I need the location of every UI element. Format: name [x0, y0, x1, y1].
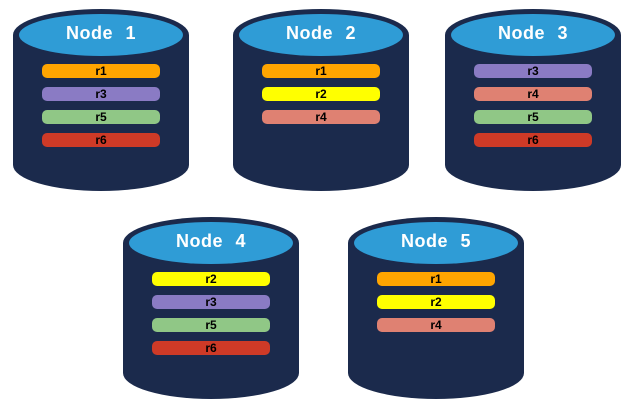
- replica-bar: r2: [377, 295, 495, 309]
- replica-list: r1 r2 r4: [377, 272, 495, 332]
- node-title: Node 2: [285, 23, 356, 43]
- replica-bar: r1: [377, 272, 495, 286]
- database-node: Node 5 r1 r2 r4: [347, 216, 525, 400]
- node-title: Node 1: [65, 23, 136, 43]
- replica-label: r4: [527, 87, 539, 101]
- replica-label: r3: [205, 295, 217, 309]
- cylinder-top: [129, 222, 293, 264]
- cylinder-top: [19, 14, 183, 56]
- replica-bar: r6: [42, 133, 160, 147]
- cylinder-top: [451, 14, 615, 56]
- replica-bar: r5: [474, 110, 592, 124]
- replica-label: r2: [430, 295, 442, 309]
- database-node: Node 1 r1 r3 r5 r6: [12, 8, 190, 192]
- node-title: Node 3: [497, 23, 568, 43]
- replica-bar: r5: [152, 318, 270, 332]
- replica-label: r1: [315, 64, 327, 78]
- replica-list: r1 r3 r5 r6: [42, 64, 160, 147]
- replica-bar: r4: [474, 87, 592, 101]
- replica-bar: r2: [152, 272, 270, 286]
- replica-bar: r2: [262, 87, 380, 101]
- replica-bar: r3: [474, 64, 592, 78]
- replica-label: r3: [95, 87, 107, 101]
- replica-bar: r1: [262, 64, 380, 78]
- replica-label: r2: [315, 87, 327, 101]
- replica-label: r6: [95, 133, 107, 147]
- replica-label: r4: [430, 318, 442, 332]
- replica-label: r6: [527, 133, 539, 147]
- replica-bar: r3: [152, 295, 270, 309]
- replica-bar: r5: [42, 110, 160, 124]
- replica-label: r5: [95, 110, 107, 124]
- replica-list: r3 r4 r5 r6: [474, 64, 592, 147]
- replica-bar: r6: [152, 341, 270, 355]
- replica-label: r1: [95, 64, 107, 78]
- database-node: Node 2 r1 r2 r4: [232, 8, 410, 192]
- replica-bar: r4: [377, 318, 495, 332]
- replica-label: r6: [205, 341, 217, 355]
- cylinder-top: [239, 14, 403, 56]
- replica-label: r3: [527, 64, 539, 78]
- node-title: Node 4: [175, 231, 246, 251]
- replica-bar: r6: [474, 133, 592, 147]
- database-node: Node 3 r3 r4 r5 r6: [444, 8, 622, 192]
- replica-label: r1: [430, 272, 442, 286]
- node-title: Node 5: [400, 231, 471, 251]
- replica-bar: r1: [42, 64, 160, 78]
- replica-bar: r3: [42, 87, 160, 101]
- database-node: Node 4 r2 r3 r5 r6: [122, 216, 300, 400]
- cylinder-top: [354, 222, 518, 264]
- replica-label: r2: [205, 272, 217, 286]
- replica-label: r5: [527, 110, 539, 124]
- replica-list: r1 r2 r4: [262, 64, 380, 124]
- replica-list: r2 r3 r5 r6: [152, 272, 270, 355]
- replica-bar: r4: [262, 110, 380, 124]
- replica-label: r5: [205, 318, 217, 332]
- replica-label: r4: [315, 110, 327, 124]
